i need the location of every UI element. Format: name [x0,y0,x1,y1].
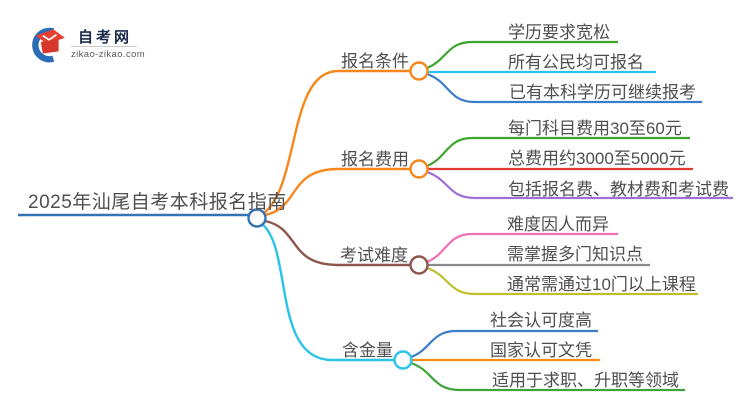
leaf-4-1-line [410,329,598,359]
branch-node-registration-fees: 报名费用 [341,150,409,169]
leaf-node-pass-10-plus-courses: 通常需通过10门以上课程 [507,275,696,294]
logo-divider [71,46,137,47]
branch-2-line [264,167,411,217]
leaf-node-all-citizens-can-register: 所有公民均可报名 [508,53,644,72]
branch-1-line [263,69,411,214]
branch-node-credential-value: 含金量 [342,341,393,360]
branch-3-line [264,219,411,267]
leaf-1-3-line [426,72,702,104]
leaf-2-3-line [426,170,733,200]
branch-node-exam-difficulty: 考试难度 [340,246,408,265]
branch-4-node-circle [393,350,413,370]
leaf-node-per-subject-fee: 每门科目费用30至60元 [508,119,682,138]
root-node-circle [247,208,267,228]
site-url: zikao-zikao.com [71,49,146,60]
leaf-node-difficulty-varies: 难度因人而异 [507,215,609,234]
root-node-label: 2025年汕尾自考本科报名指南 [28,192,287,213]
branch-1-node-circle [409,61,429,81]
cap-base [40,38,59,54]
leaf-3-3-line [426,266,698,296]
leaf-3-1-line [426,232,618,264]
leaf-node-total-cost: 总费用约3000至5000元 [508,149,686,168]
branch-node-registration-conditions: 报名条件 [341,52,409,71]
leaf-node-state-recognized-diploma: 国家认可文凭 [490,341,592,360]
branch-3-node-circle [409,255,429,275]
cap-highlight [42,33,57,41]
leaf-node-fee-composition: 包括报名费、教材费和考试费 [508,180,729,199]
leaf-node-education-requirement-relaxed: 学历要求宽松 [508,23,610,42]
graduation-cap-icon [32,27,65,63]
cap-board [35,29,65,45]
branch-4-line [261,223,395,362]
leaf-1-1-line [426,40,618,70]
branch-2-node-circle [409,159,429,179]
leaf-node-bachelor-holders-can-apply: 已有本科学历可继续报考 [509,83,696,102]
logo-blue-swoosh [32,27,55,63]
leaf-node-useful-for-jobs-promotion: 适用于求职、升职等领域 [492,371,679,390]
site-logo[interactable]: 自考网 zikao-zikao.com [26,20,156,64]
site-name: 自考网 [78,29,133,46]
leaf-node-multiple-subjects-knowledge: 需掌握多门知识点 [507,245,643,264]
leaf-4-3-line [410,361,685,392]
leaf-2-1-line [426,136,690,168]
leaf-node-high-social-recognition: 社会认可度高 [490,311,592,330]
